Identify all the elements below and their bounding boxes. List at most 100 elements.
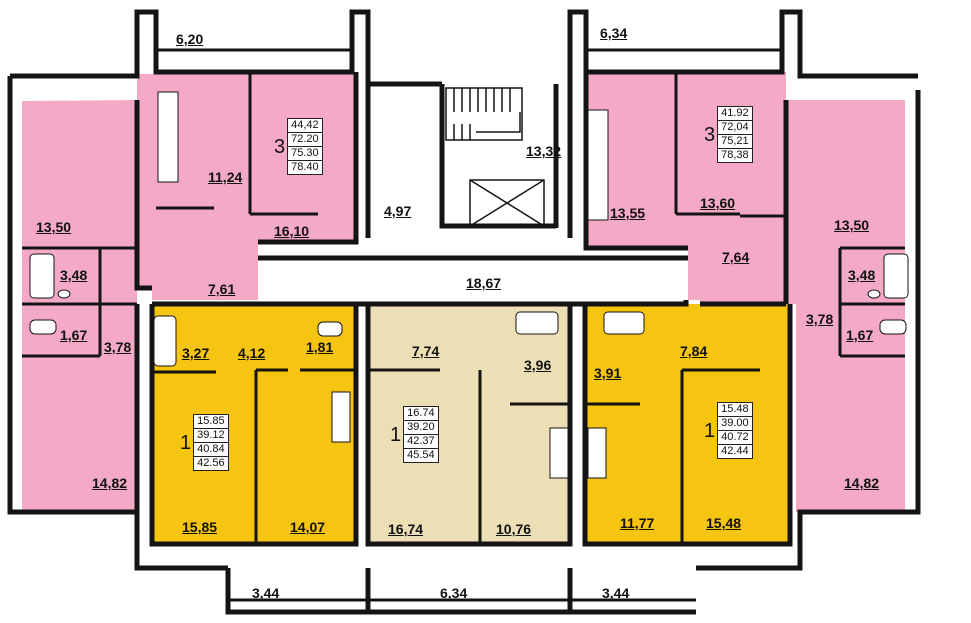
toilet-right [879, 319, 907, 335]
room-label-kitchen-a1: 14,07 [290, 519, 326, 535]
room-label-room-far-right: 13,50 [834, 217, 870, 233]
room-label-living-a3: 15,48 [706, 515, 742, 531]
outer-wall-right-side [696, 90, 921, 571]
apartment-area-value: 39.12 [194, 428, 228, 442]
fill-1room-b [368, 304, 570, 544]
stove-kitchen-a3 [587, 427, 607, 479]
room-label-wc-a1: 1,81 [306, 339, 334, 355]
room-label-kitchen-a2: 10,76 [496, 521, 532, 537]
inner-wall-corridor [152, 255, 689, 307]
apartment-area-value: 15.85 [197, 415, 225, 427]
room-label-hall-right-upper: 7,64 [722, 249, 750, 265]
room-label-hall-left-3: 3,78 [104, 339, 132, 355]
inner-wall-apt-a [152, 368, 356, 544]
bathtub-left [29, 253, 55, 299]
room-label-wc-left: 1,67 [60, 327, 88, 343]
room-label-balcony-bottom-left: 3,44 [252, 585, 280, 601]
elevator-shaft [469, 179, 545, 227]
room-label-hall-a2: 7,74 [412, 343, 440, 359]
room-label-room-13-55: 13,55 [610, 205, 646, 221]
apartment-area-value: 78,38 [718, 148, 752, 162]
inner-wall-r2 [674, 72, 786, 218]
room-label-kitchen-left-3: 11,24 [208, 169, 243, 185]
room-label-balcony-top-right: 6,34 [600, 25, 628, 41]
apartment-area-value: 44,42 [291, 119, 319, 131]
outer-wall-left [10, 9, 371, 238]
apartment-area-value: 42.56 [194, 456, 228, 470]
outer-wall-right [567, 9, 918, 238]
room-label-living-a2: 16,74 [388, 521, 424, 537]
fill-1room-a [152, 304, 356, 544]
room-label-balcony-bottom-right: 3,44 [602, 585, 630, 601]
apartment-area-value: 40.84 [194, 442, 228, 456]
inner-wall-l1 [134, 100, 152, 512]
room-label-hall-a3: 7,84 [680, 343, 708, 359]
stair-treads [453, 88, 511, 140]
balcony-right [586, 12, 784, 52]
inner-wall-apt-c [585, 368, 760, 544]
room-label-room-13-60: 13,60 [700, 195, 736, 211]
inner-wall-bath-left [22, 246, 137, 358]
apartment-area-value: 78.40 [288, 160, 322, 174]
room-label-bath-right: 3,48 [848, 267, 876, 283]
room-label-hall-left-upper: 7,61 [208, 281, 236, 297]
balcony-left [154, 12, 352, 52]
apartment-room-count: 3 [274, 135, 286, 158]
fill-3room-right [588, 72, 905, 512]
room-label-hall-right-3: 3,78 [806, 311, 834, 327]
inner-wall-apts [149, 304, 793, 547]
room-label-bath-a2: 3,96 [524, 357, 552, 373]
apartment-area-value: 72,04 [718, 120, 752, 134]
inner-wall-l2 [156, 72, 318, 216]
room-label-bedroom-bottom-right: 14,82 [844, 475, 880, 491]
inner-wall-stair [258, 72, 559, 245]
apartment-area-value: 75,21 [718, 134, 752, 148]
outer-wall-bottom [225, 568, 696, 615]
fill-1room-c [585, 304, 790, 544]
apartment-area-value: 72.20 [288, 132, 322, 146]
stove-kitchen-a1 [331, 391, 351, 443]
room-label-hall-a1: 4,12 [238, 345, 266, 361]
apartment-room-count: 1 [390, 423, 402, 446]
apartment-room-count: 1 [704, 419, 716, 442]
corridor-fill [258, 258, 686, 304]
fixtures [29, 91, 909, 479]
room-label-vestibule: 4,97 [384, 203, 412, 219]
inner-wall-bath-right [838, 246, 905, 358]
apartment-area-value: 41.92 [721, 107, 749, 119]
stair-and-lift [445, 87, 545, 227]
apartment-area-value: 42.44 [718, 444, 752, 458]
room-label-wc-right: 1,67 [846, 327, 874, 343]
toilet-a1 [317, 321, 343, 337]
apartment-fills [22, 72, 905, 544]
stair-flight [445, 87, 523, 141]
apartment-area-value: 16.74 [407, 407, 435, 419]
elevator-cross [469, 179, 545, 227]
sink-left [57, 289, 71, 299]
toilet-left [29, 319, 57, 335]
room-label-room-far-left: 13,50 [36, 219, 72, 235]
apartment-room-count: 1 [180, 431, 192, 454]
room-label-bath-a1: 3,27 [182, 345, 210, 361]
room-label-kitchen-a3: 11,77 [620, 515, 655, 531]
bathtub-a3 [603, 311, 645, 335]
apartment-area-value: 45.54 [404, 448, 438, 462]
bathtub-right [883, 253, 909, 299]
stair-arrow [476, 112, 521, 133]
room-label-bath-left: 3,48 [60, 267, 88, 283]
sink-right [867, 289, 881, 299]
room-label-corridor: 18,67 [466, 275, 502, 291]
inner-wall-right [583, 72, 789, 307]
apartment-area-value: 39.00 [718, 416, 752, 430]
room-label-bath-a3: 3,91 [594, 365, 622, 381]
apartment-area-value: 15.48 [721, 403, 749, 415]
apartment-area-value: 75.30 [288, 146, 322, 160]
